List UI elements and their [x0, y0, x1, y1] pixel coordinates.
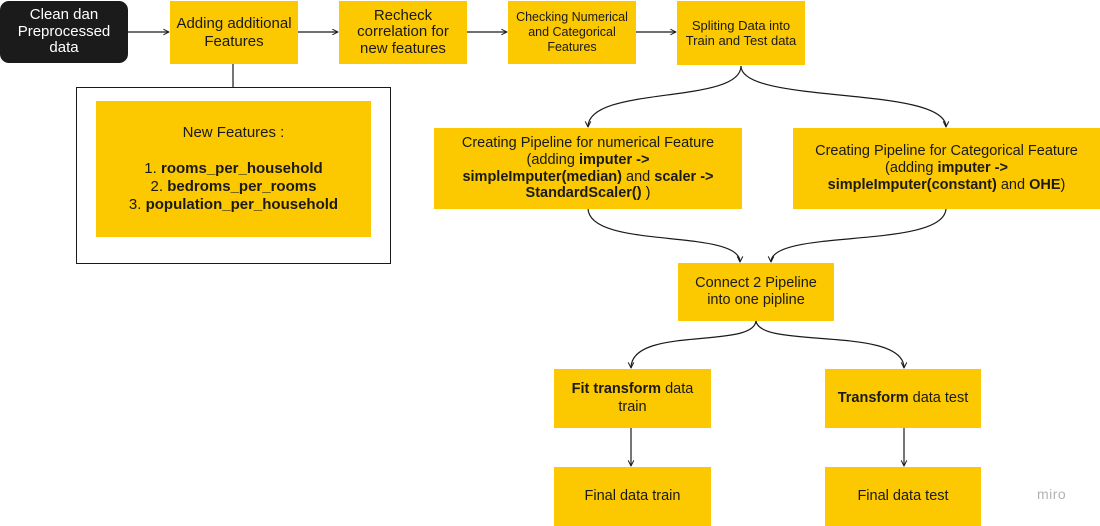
node-adding-features: Adding additional Features: [170, 1, 298, 64]
edge-split-to-categorical: [740, 65, 946, 127]
start-node-clean-data: Clean dan Preprocessed data: [0, 1, 128, 63]
node-recheck-line3: new features: [360, 39, 446, 57]
node-categorical-pipeline: Creating Pipeline for Categorical Featur…: [793, 128, 1100, 209]
numerical-pipeline-line3b: and: [622, 168, 655, 185]
categorical-pipeline-line1: Creating Pipeline for Categorical Featur…: [815, 143, 1078, 160]
final-test-label: Final data test: [857, 487, 949, 504]
node-adding-features-line1: Adding additional: [176, 14, 292, 32]
numerical-pipeline-line3c: scaler ->: [654, 168, 714, 185]
connect-line2: into one pipline: [707, 292, 805, 308]
node-new-features: New Features : 1. rooms_per_household 2.…: [96, 101, 371, 237]
node-splitting-data: Spliting Data into Train and Test data: [677, 1, 805, 65]
numerical-pipeline-line2a: (adding: [526, 151, 579, 168]
new-feature-item-1-name: rooms_per_household: [160, 160, 323, 177]
node-splitting-line2: Train and Test data: [685, 33, 797, 48]
edge-categorical-to-connect: [771, 207, 947, 262]
new-feature-item-2-num: 2.: [150, 178, 168, 195]
new-feature-item-2: 2. bedroms_per_rooms: [129, 178, 338, 196]
categorical-pipeline-line2a: (adding: [885, 160, 938, 177]
fit-transform-rest: data: [661, 381, 694, 398]
numerical-pipeline-line2b: imputer ->: [578, 151, 650, 168]
miro-watermark: miro: [1037, 486, 1067, 502]
node-recheck-line1: Recheck: [373, 6, 433, 24]
transform-test-rest: data test: [908, 389, 969, 406]
node-adding-features-line2: Features: [204, 32, 264, 50]
new-feature-item-3-num: 3.: [128, 196, 146, 213]
node-final-data-train: Final data train: [554, 467, 711, 526]
transform-test-bold: Transform: [837, 389, 909, 406]
edge-connect-to-fit: [631, 319, 757, 368]
edge-split-to-numerical: [588, 65, 742, 127]
edge-numerical-to-connect: [587, 207, 740, 262]
new-features-title: New Features :: [182, 124, 285, 141]
categorical-pipeline-line2b: imputer ->: [937, 160, 1008, 177]
node-connect-pipelines: Connect 2 Pipeline into one pipline: [678, 263, 834, 321]
start-node-line3: data: [49, 39, 79, 57]
connect-line1: Connect 2 Pipeline: [695, 274, 817, 291]
fit-transform-line2: train: [618, 398, 647, 415]
categorical-pipeline-line3b: and: [996, 176, 1030, 193]
start-node-line1: Clean dan: [29, 5, 99, 23]
node-recheck-line2: correlation for: [357, 23, 449, 41]
new-feature-item-3: 3. population_per_household: [129, 196, 338, 214]
new-feature-item-1: 1. rooms_per_household: [129, 160, 338, 178]
numerical-pipeline-line4a: StandardScaler(): [525, 185, 642, 202]
node-checking-line1: Checking Numerical: [516, 10, 628, 24]
edge-connect-to-transform: [755, 319, 904, 368]
node-checking-line3: Features: [547, 40, 597, 54]
numerical-pipeline-line3a: simpleImputer(median): [462, 168, 622, 185]
categorical-pipeline-line3c: OHE: [1029, 176, 1061, 193]
numerical-pipeline-line4b: ): [641, 185, 651, 202]
node-transform-test: Transform data test: [825, 369, 981, 428]
node-checking-features: Checking Numerical and Categorical Featu…: [508, 1, 636, 64]
new-feature-item-3-name: population_per_household: [145, 196, 339, 213]
fit-transform-bold: Fit transform: [571, 381, 662, 398]
node-final-data-test: Final data test: [825, 467, 981, 526]
node-recheck-correlation: Recheck correlation for new features: [339, 1, 467, 64]
start-node-line2: Preprocessed: [17, 22, 111, 40]
node-numerical-pipeline: Creating Pipeline for numerical Feature …: [434, 128, 742, 209]
categorical-pipeline-line3a: simpleImputer(constant): [827, 176, 997, 193]
node-checking-line2: and Categorical: [528, 25, 616, 39]
categorical-pipeline-line3d: ): [1060, 176, 1066, 193]
final-train-label: Final data train: [584, 487, 681, 504]
new-feature-item-2-name: bedroms_per_rooms: [167, 178, 317, 195]
new-feature-item-1-num: 1.: [144, 160, 161, 177]
numerical-pipeline-line1: Creating Pipeline for numerical Feature: [461, 134, 715, 151]
node-fit-transform-train: Fit transform data train: [554, 369, 711, 428]
node-splitting-line1: Spliting Data into: [691, 17, 791, 33]
